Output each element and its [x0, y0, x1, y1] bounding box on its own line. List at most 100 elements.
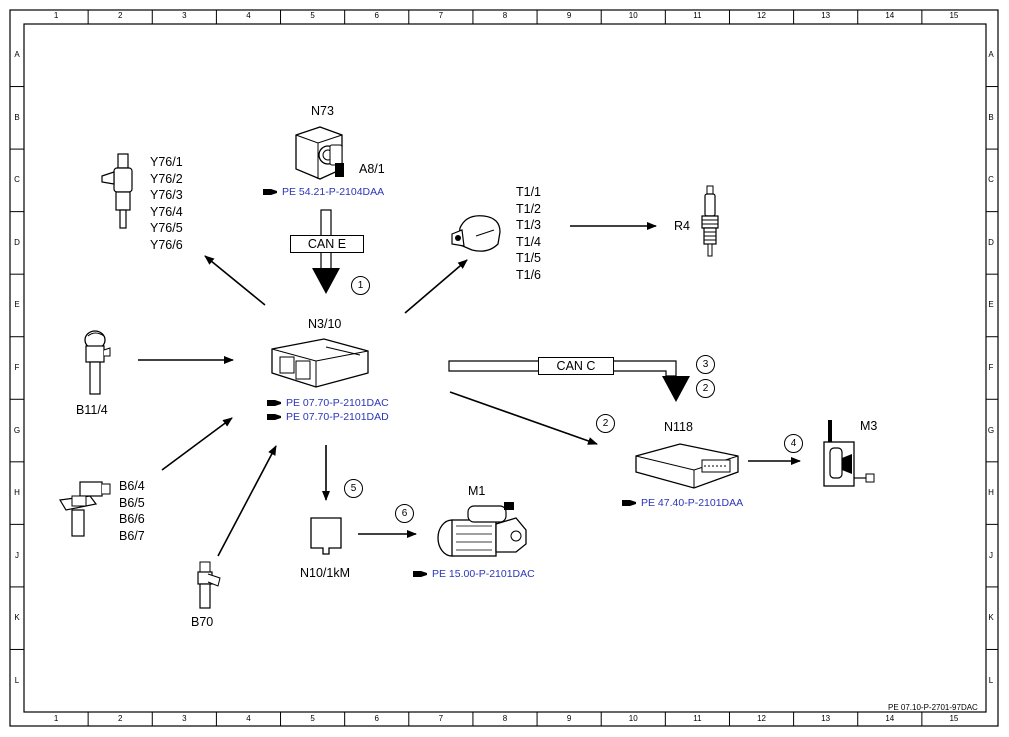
grid-row-label: C	[14, 175, 20, 185]
grid-column-label: 2	[117, 714, 123, 723]
grid-row-label: G	[987, 425, 995, 435]
grid-row-label: F	[14, 363, 20, 372]
grid-column-label: 6	[374, 714, 379, 723]
grid-row-label: F	[988, 363, 994, 372]
fuel-injector-icon	[101, 153, 133, 229]
y76-line: Y76/5	[150, 221, 183, 235]
grid-column-label: 3	[182, 11, 187, 20]
grid-column-label: 3	[182, 714, 187, 723]
arrow-n310-to-n118	[449, 391, 598, 445]
grid-column-label: 10	[628, 714, 638, 723]
n118-ref-link[interactable]: PE 47.40-P-2101DAA	[622, 497, 743, 509]
t1-line: T1/5	[516, 251, 542, 265]
pointing-hand-icon	[622, 500, 636, 506]
y76-line: Y76/1	[150, 155, 183, 169]
grid-column-label: 4	[246, 11, 251, 20]
pointing-hand-icon	[413, 571, 427, 577]
grid-row-label: B	[988, 112, 994, 122]
b6-line: B6/7	[119, 528, 145, 543]
b11-4-label: B11/4	[76, 403, 108, 417]
n73-ref-text: PE 54.21-P-2104DAA	[282, 186, 385, 198]
grid-row-label: G	[13, 425, 21, 435]
grid-column-label: 2	[117, 11, 123, 20]
crankshaft-sensor-icon	[197, 561, 221, 609]
relay-module-icon	[310, 517, 342, 555]
y76-line: Y76/4	[150, 204, 183, 219]
pointing-hand-icon	[267, 414, 281, 420]
grid-row-label: A	[988, 50, 994, 60]
grid-row-label: D	[14, 237, 20, 247]
m1-ref-link[interactable]: PE 15.00-P-2101DAC	[413, 568, 535, 580]
b70-label: B70	[191, 615, 214, 629]
fuel-pump-control-unit-icon	[635, 443, 739, 489]
y76-line: Y76/6	[150, 237, 183, 252]
grid-column-label: 6	[374, 11, 379, 20]
m1-label: M1	[468, 484, 486, 498]
t1-line: T1/1	[516, 185, 542, 199]
pointing-hand-icon	[267, 400, 281, 406]
can-e-label: CAN E	[290, 235, 364, 253]
b6-line: B6/4	[119, 479, 145, 493]
step-circle-1: 1	[351, 276, 370, 295]
grid-row-label: K	[14, 613, 20, 623]
grid-column-label: 8	[502, 11, 508, 20]
grid-row-label: E	[988, 300, 994, 310]
step-circle-3: 3	[696, 355, 715, 374]
m1-ref-text: PE 15.00-P-2101DAC	[432, 568, 535, 580]
grid-column-label: 9	[566, 714, 572, 723]
n3-10-ref-link-1[interactable]: PE 07.70-P-2101DAC	[267, 397, 389, 409]
grid-column-label: 15	[949, 11, 959, 20]
ignition-coil-icon	[451, 215, 501, 252]
m3-label: M3	[860, 419, 878, 433]
fuel-pump-icon	[823, 420, 875, 487]
document-reference: PE 07.10-P-2701-97DAC	[888, 703, 978, 712]
arrow-n310-to-y76	[204, 255, 266, 306]
step-circle-6: 6	[395, 504, 414, 523]
b6-line: B6/5	[119, 495, 145, 510]
grid-row-label: E	[14, 300, 20, 310]
grid-column-label: 12	[757, 11, 766, 20]
n3-10-label: N3/10	[308, 317, 342, 331]
grid-row-label: B	[14, 112, 20, 122]
grid-row-label: C	[988, 175, 994, 185]
grid-column-label: 9	[566, 11, 572, 20]
grid-column-label: 5	[310, 11, 315, 20]
camshaft-sensor-icon	[59, 481, 111, 537]
n118-label: N118	[664, 420, 693, 434]
a8-1-label: A8/1	[359, 162, 385, 176]
spark-plug-icon	[701, 185, 719, 257]
step-circle-2a: 2	[696, 379, 715, 398]
grid-column-label: 1	[53, 11, 59, 20]
pointing-hand-icon	[263, 189, 277, 195]
grid-row-label: J	[989, 550, 993, 560]
temperature-sensor-icon	[84, 330, 111, 395]
arrow-b70-to-n310	[217, 445, 277, 557]
grid-row-label: D	[988, 237, 994, 247]
t1-line: T1/3	[516, 218, 542, 232]
grid-row-label: H	[988, 488, 994, 498]
step-circle-5: 5	[344, 479, 363, 498]
grid-column-label: 1	[53, 714, 59, 723]
n3-10-ref-link-2[interactable]: PE 07.70-P-2101DAD	[267, 411, 389, 423]
y76-line: Y76/3	[150, 188, 183, 202]
n73-label: N73	[311, 104, 334, 118]
t1-line: T1/2	[516, 201, 542, 216]
grid-column-label: 14	[885, 11, 895, 20]
arrow-n310-to-t1	[404, 259, 468, 314]
engine-control-unit-icon	[271, 338, 369, 388]
grid-column-label: 13	[821, 11, 831, 20]
n73-ref-link[interactable]: PE 54.21-P-2104DAA	[263, 186, 384, 198]
grid-row-label: A	[14, 50, 20, 60]
grid-row-label: K	[988, 613, 994, 623]
grid-column-label: 10	[628, 11, 638, 20]
n3-10-ref-text-2: PE 07.70-P-2101DAD	[286, 411, 389, 423]
grid-row-label: L	[14, 675, 20, 685]
grid-column-label: 13	[821, 714, 831, 723]
grid-column-label: 14	[885, 714, 895, 723]
grid-column-label: 8	[502, 714, 508, 723]
